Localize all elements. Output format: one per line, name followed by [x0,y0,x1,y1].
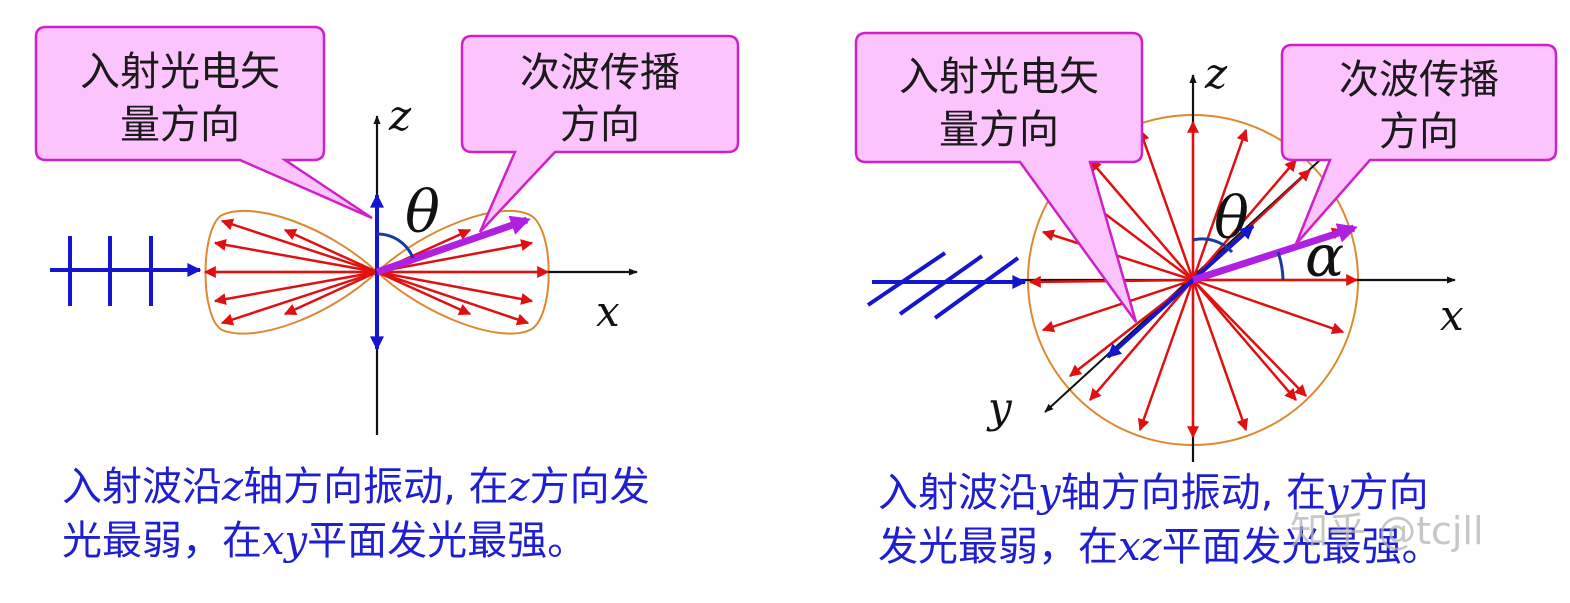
watermark: 知乎 @tcjll [1290,509,1484,553]
left-caption-line1: 入射波沿z轴方向振动, 在z方向发 [62,464,650,510]
right-callout-secondary: 次波传播 方向 [1280,43,1558,245]
right-alpha-label: α [1305,222,1344,290]
left-caption-line2: 光最弱，在xy平面发光最强。 [62,518,588,564]
right-incident-wave-icon [866,251,1027,320]
right-caption-line2: 发光最弱，在xz平面发光最强。 [878,524,1442,570]
right-y-label: y [986,383,1013,432]
left-callout-secondary-line2: 方向 [560,102,640,148]
right-efield-back-arrow [1191,224,1255,282]
left-incident-wave-icon [50,236,202,306]
left-z-label: z [388,91,412,140]
right-secondary-direction-arrow [1191,223,1358,284]
left-callout-secondary: 次波传播 方向 [460,34,740,233]
left-panel: z x [34,25,740,435]
right-callout-secondary-line1: 次波传播 [1339,57,1499,103]
right-alpha-arc [1276,251,1285,281]
left-red-arrows [203,218,550,326]
right-theta-arc [1192,237,1234,254]
left-callout-efield: 入射光电矢 量方向 [34,25,373,220]
right-callout-secondary-line2: 方向 [1379,109,1459,155]
right-z-label: z [1204,49,1228,98]
right-x-label: x [1440,291,1464,340]
right-caption-line1: 入射波沿y轴方向振动, 在y方向 [878,470,1429,516]
left-callout-efield-line2: 量方向 [120,102,240,148]
left-callout-secondary-line1: 次波传播 [520,50,680,96]
left-x-label: x [596,287,620,336]
left-theta-label: θ [405,178,440,246]
right-callout-efield-line1: 入射光电矢 [899,54,1099,100]
left-callout-efield-line1: 入射光电矢 [80,49,280,95]
left-caption: 入射波沿z轴方向振动, 在z方向发 光最弱，在xy平面发光最强。 [62,460,650,568]
right-efield-front-arrow [1106,278,1195,359]
right-caption: 入射波沿y轴方向振动, 在y方向 发光最弱，在xz平面发光最强。 [878,466,1442,574]
right-panel: z x y [854,31,1558,462]
left-theta-arc [376,232,415,259]
right-callout-efield-line2: 量方向 [939,107,1059,153]
right-theta-label: θ [1214,184,1249,252]
right-callout-efield: 入射光电矢 量方向 [854,31,1144,323]
left-secondary-direction-arrow [375,215,531,276]
